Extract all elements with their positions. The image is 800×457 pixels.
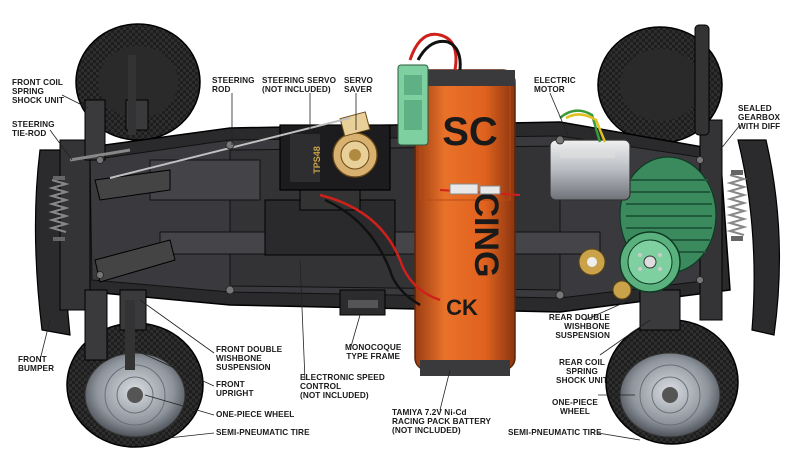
- label-servo-saver: SERVO SAVER: [344, 76, 374, 94]
- electronic-speed-control: [264, 183, 521, 316]
- label-front-upright: FRONT UPRIGHT: [216, 380, 254, 398]
- label-front-coil-spring-shock-unit: FRONT COIL SPRING SHOCK UNIT: [12, 78, 64, 105]
- label-rear-coil-spring-shock-unit: REAR COIL SPRING SHOCK UNIT: [556, 358, 608, 385]
- front-suspension: [48, 99, 176, 361]
- battery-print-low: CK: [446, 295, 478, 320]
- label-front-bumper: FRONT BUMPER: [18, 355, 55, 373]
- front-right-axle: [125, 300, 135, 370]
- label-front-double-wishbone: FRONT DOUBLE WISHBONE SUSPENSION: [216, 345, 283, 372]
- sealed-gearbox: [578, 156, 717, 300]
- front-left-axle: [128, 55, 136, 135]
- label-sealed-gearbox: SEALED GEARBOX WITH DIFF: [738, 104, 781, 131]
- battery-print-mid: CING: [467, 193, 505, 278]
- label-one-piece-wheel-rear: ONE-PIECE WHEEL: [552, 398, 598, 416]
- steering-servo: TPS48: [279, 111, 391, 191]
- label-electronic-speed-control: ELECTRONIC SPEED CONTROL (NOT INCLUDED): [300, 373, 385, 400]
- rear-bumper: [737, 139, 781, 336]
- front-left-tire: [75, 23, 201, 141]
- label-battery-pack: TAMIYA 7.2V Ni-Cd RACING PACK BATTERY (N…: [392, 408, 492, 435]
- label-semi-pneumatic-tire-rear: SEMI-PNEUMATIC TIRE: [508, 428, 602, 437]
- leader-lines: [39, 92, 741, 441]
- electric-motor: [549, 109, 631, 201]
- battery-pack: SC CING CK: [414, 69, 516, 376]
- steering-tie-rod: [69, 148, 131, 162]
- label-steering-tie-rod: STEERING TIE-ROD: [12, 120, 55, 138]
- rear-suspension: [639, 24, 748, 331]
- battery-print-top: SC: [442, 110, 498, 154]
- label-steering-servo: STEERING SERVO (NOT INCLUDED): [262, 76, 337, 94]
- battery-connector: [397, 32, 462, 146]
- servo-print: TPS48: [312, 146, 322, 174]
- rear-right-tire: [605, 319, 739, 445]
- rear-left-tire: [597, 26, 723, 144]
- label-rear-double-wishbone: REAR DOUBLE WISHBONE SUSPENSION: [548, 313, 610, 340]
- label-monocoque-type-frame: MONOCOQUE TYPE FRAME: [345, 343, 402, 361]
- chassis-screws: [96, 135, 704, 300]
- label-steering-rod: STEERING ROD: [212, 76, 255, 94]
- label-semi-pneumatic-tire-front: SEMI-PNEUMATIC TIRE: [216, 428, 310, 437]
- label-one-piece-wheel-front: ONE-PIECE WHEEL: [216, 410, 295, 419]
- label-electric-motor: ELECTRIC MOTOR: [534, 76, 576, 94]
